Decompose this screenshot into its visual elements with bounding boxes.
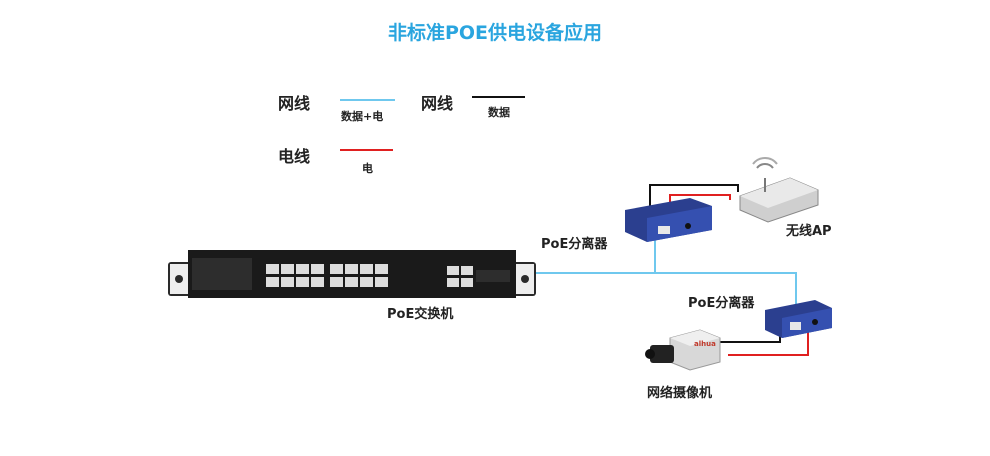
camera-brand: alhua: [694, 340, 716, 348]
switch-label: PoE交换机: [387, 307, 454, 322]
poe-splitter-2-image: [765, 300, 832, 338]
poe-cable-lines: [534, 236, 797, 305]
legend-cable2-label: 网线: [421, 94, 454, 113]
poe-splitter-1-image: [625, 198, 712, 242]
poe-switch-image: [168, 250, 536, 298]
splitter-2-label: PoE分离器: [688, 296, 755, 311]
legend-cable1-label: 网线: [278, 94, 311, 113]
data-cable-to-ap: [649, 184, 739, 210]
splitter-1-label: PoE分离器: [541, 237, 608, 252]
wireless-ap-image: [739, 157, 819, 223]
legend-cable1-sub: 数据+电: [341, 110, 384, 123]
ap-label: 无线AP: [786, 224, 832, 239]
camera-label: 网络摄像机: [647, 386, 713, 401]
legend-cable2-sub: 数据: [488, 106, 510, 119]
legend-power-sub: 电: [362, 162, 373, 175]
legend-power-label: 电线: [278, 147, 311, 166]
power-cable-to-camera: [728, 330, 809, 356]
diagram-title: 非标准POE供电设备应用: [387, 22, 603, 44]
network-camera-image: [645, 329, 721, 371]
